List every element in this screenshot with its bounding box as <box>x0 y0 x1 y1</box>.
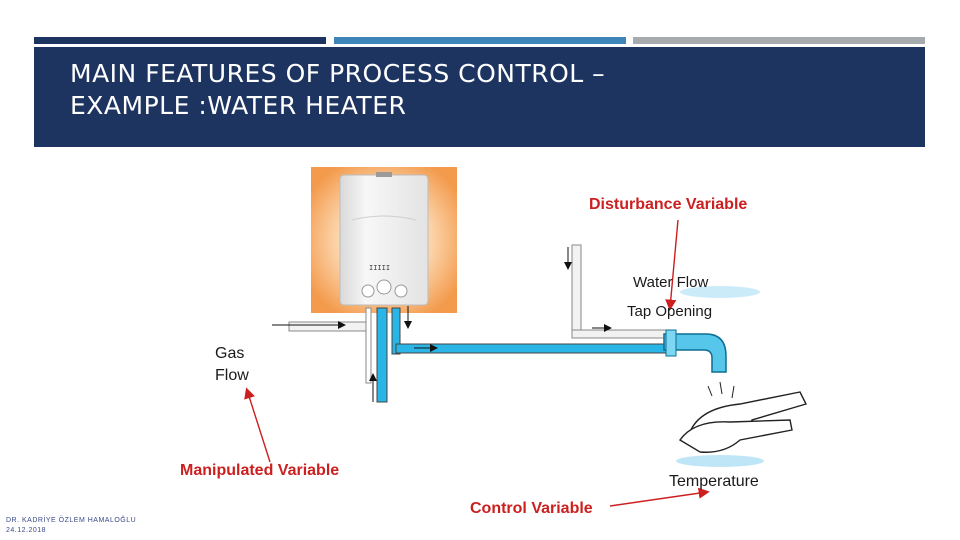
heater-panel-line <box>351 215 417 221</box>
gas-flow-label-line-1: Gas <box>215 345 245 362</box>
manipulated-variable-label: Manipulated Variable <box>180 462 340 479</box>
control-pointer <box>609 487 710 507</box>
heater-knob-center <box>376 279 392 295</box>
disturbance-variable-label: Disturbance Variable <box>589 196 748 213</box>
top-bar-blue <box>334 37 626 44</box>
faucet-image <box>663 286 760 373</box>
cold-supply-pipe-horizontal <box>571 329 668 339</box>
faucet-spout <box>663 333 727 373</box>
footer-author: DR. KADRİYE ÖZLEM HAMALOĞLU <box>6 517 137 524</box>
gas-pipe <box>288 321 372 332</box>
temperature-label: Temperature <box>669 473 759 490</box>
title-line-2: EXAMPLE :WATER HEATER <box>70 91 407 120</box>
title-line-1: MAIN FEATURES OF PROCESS CONTROL – <box>70 59 606 88</box>
water-flow-label: Water Flow <box>633 274 709 291</box>
footer: DR. KADRİYE ÖZLEM HAMALOĞLU 24.12.2018 <box>6 516 136 536</box>
footer-date: 24.12.2018 <box>6 527 47 534</box>
gas-flow-label-line-2: Flow <box>215 367 249 384</box>
water-splash <box>707 381 735 399</box>
disturbance-pointer <box>665 219 679 311</box>
cold-water-pipe <box>376 307 388 403</box>
water-basin <box>676 455 764 467</box>
faucet-collar <box>665 329 677 357</box>
control-variable-label: Control Variable <box>470 500 593 517</box>
left-hand <box>678 419 793 453</box>
tap-opening-label: Tap Opening <box>627 303 713 320</box>
water-heater-image: IIIII <box>311 167 457 313</box>
heater-flue <box>376 172 392 177</box>
heater-knob-left <box>361 284 375 298</box>
page-title: MAIN FEATURES OF PROCESS CONTROL – EXAMP… <box>70 58 870 122</box>
water-flow-highlight <box>680 286 760 298</box>
cold-supply-pipe-vertical <box>571 244 582 339</box>
hot-water-outlet-pipe <box>391 307 401 355</box>
gas-flow-label: Gas Flow <box>215 343 249 387</box>
hot-water-pipe <box>395 343 667 354</box>
hands-image <box>676 381 807 467</box>
heater-knob-right <box>394 284 408 298</box>
heater-inlet-pipe <box>365 307 372 384</box>
heater-display: IIIII <box>369 264 390 272</box>
title-banner <box>34 47 925 147</box>
manipulated-pointer <box>244 387 271 463</box>
top-bar-dark <box>34 37 326 44</box>
top-bar-gray <box>633 37 925 44</box>
